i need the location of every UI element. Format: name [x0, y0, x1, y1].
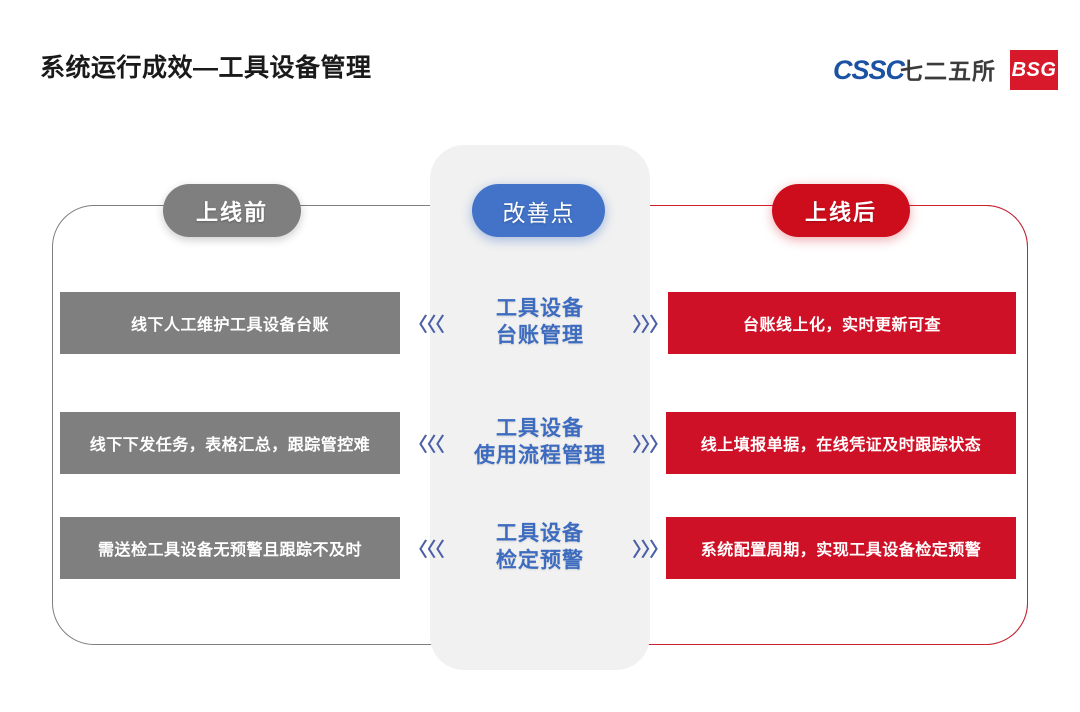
before-box: 线下下发任务，表格汇总，跟踪管控难 [60, 412, 400, 474]
comparison-row: 线下人工维护工具设备台账 〈〈〈 工具设备 台账管理 〉〉〉 台账线上化，实时更… [0, 292, 1080, 354]
improvement-label-line2: 使用流程管理 [474, 444, 606, 467]
legend-pill-improve: 改善点 [472, 184, 605, 237]
arrow-left-icon: 〈〈〈 [408, 539, 444, 561]
after-box: 台账线上化，实时更新可查 [668, 292, 1016, 354]
bsg-logo: BSG [1010, 50, 1058, 90]
cssc-logo: CSSC 七二五所 [832, 54, 996, 85]
comparison-row: 线下下发任务，表格汇总，跟踪管控难 〈〈〈 工具设备 使用流程管理 〉〉〉 线上… [0, 412, 1080, 474]
arrow-right-icon: 〉〉〉 [632, 314, 668, 336]
improvement-label-line2: 检定预警 [496, 549, 584, 572]
improvement-label-line2: 台账管理 [496, 324, 584, 347]
improvement-label: 工具设备 台账管理 [440, 296, 640, 350]
arrow-left-icon: 〈〈〈 [408, 434, 444, 456]
legend-pill-after: 上线后 [772, 184, 910, 237]
after-box: 系统配置周期，实现工具设备检定预警 [666, 517, 1016, 579]
institute-name: 七二五所 [900, 57, 996, 84]
improvement-label-line1: 工具设备 [496, 417, 584, 441]
after-box: 线上填报单据，在线凭证及时跟踪状态 [666, 412, 1016, 474]
comparison-row: 需送检工具设备无预警且跟踪不及时 〈〈〈 工具设备 检定预警 〉〉〉 系统配置周… [0, 517, 1080, 579]
page-title: 系统运行成效—工具设备管理 [40, 54, 372, 82]
arrow-left-icon: 〈〈〈 [408, 314, 444, 336]
arrow-right-icon: 〉〉〉 [632, 434, 668, 456]
improvement-label-line1: 工具设备 [496, 522, 584, 546]
improvement-label: 工具设备 使用流程管理 [440, 416, 640, 470]
improvement-label: 工具设备 检定预警 [440, 521, 640, 575]
improvement-label-line1: 工具设备 [496, 297, 584, 321]
before-box: 需送检工具设备无预警且跟踪不及时 [60, 517, 400, 579]
brand-logo-group: CSSC 七二五所 BSG [833, 50, 1058, 90]
legend-pill-before: 上线前 [163, 184, 301, 237]
before-box: 线下人工维护工具设备台账 [60, 292, 400, 354]
cssc-wordmark: CSSC [832, 54, 905, 85]
arrow-right-icon: 〉〉〉 [632, 539, 668, 561]
